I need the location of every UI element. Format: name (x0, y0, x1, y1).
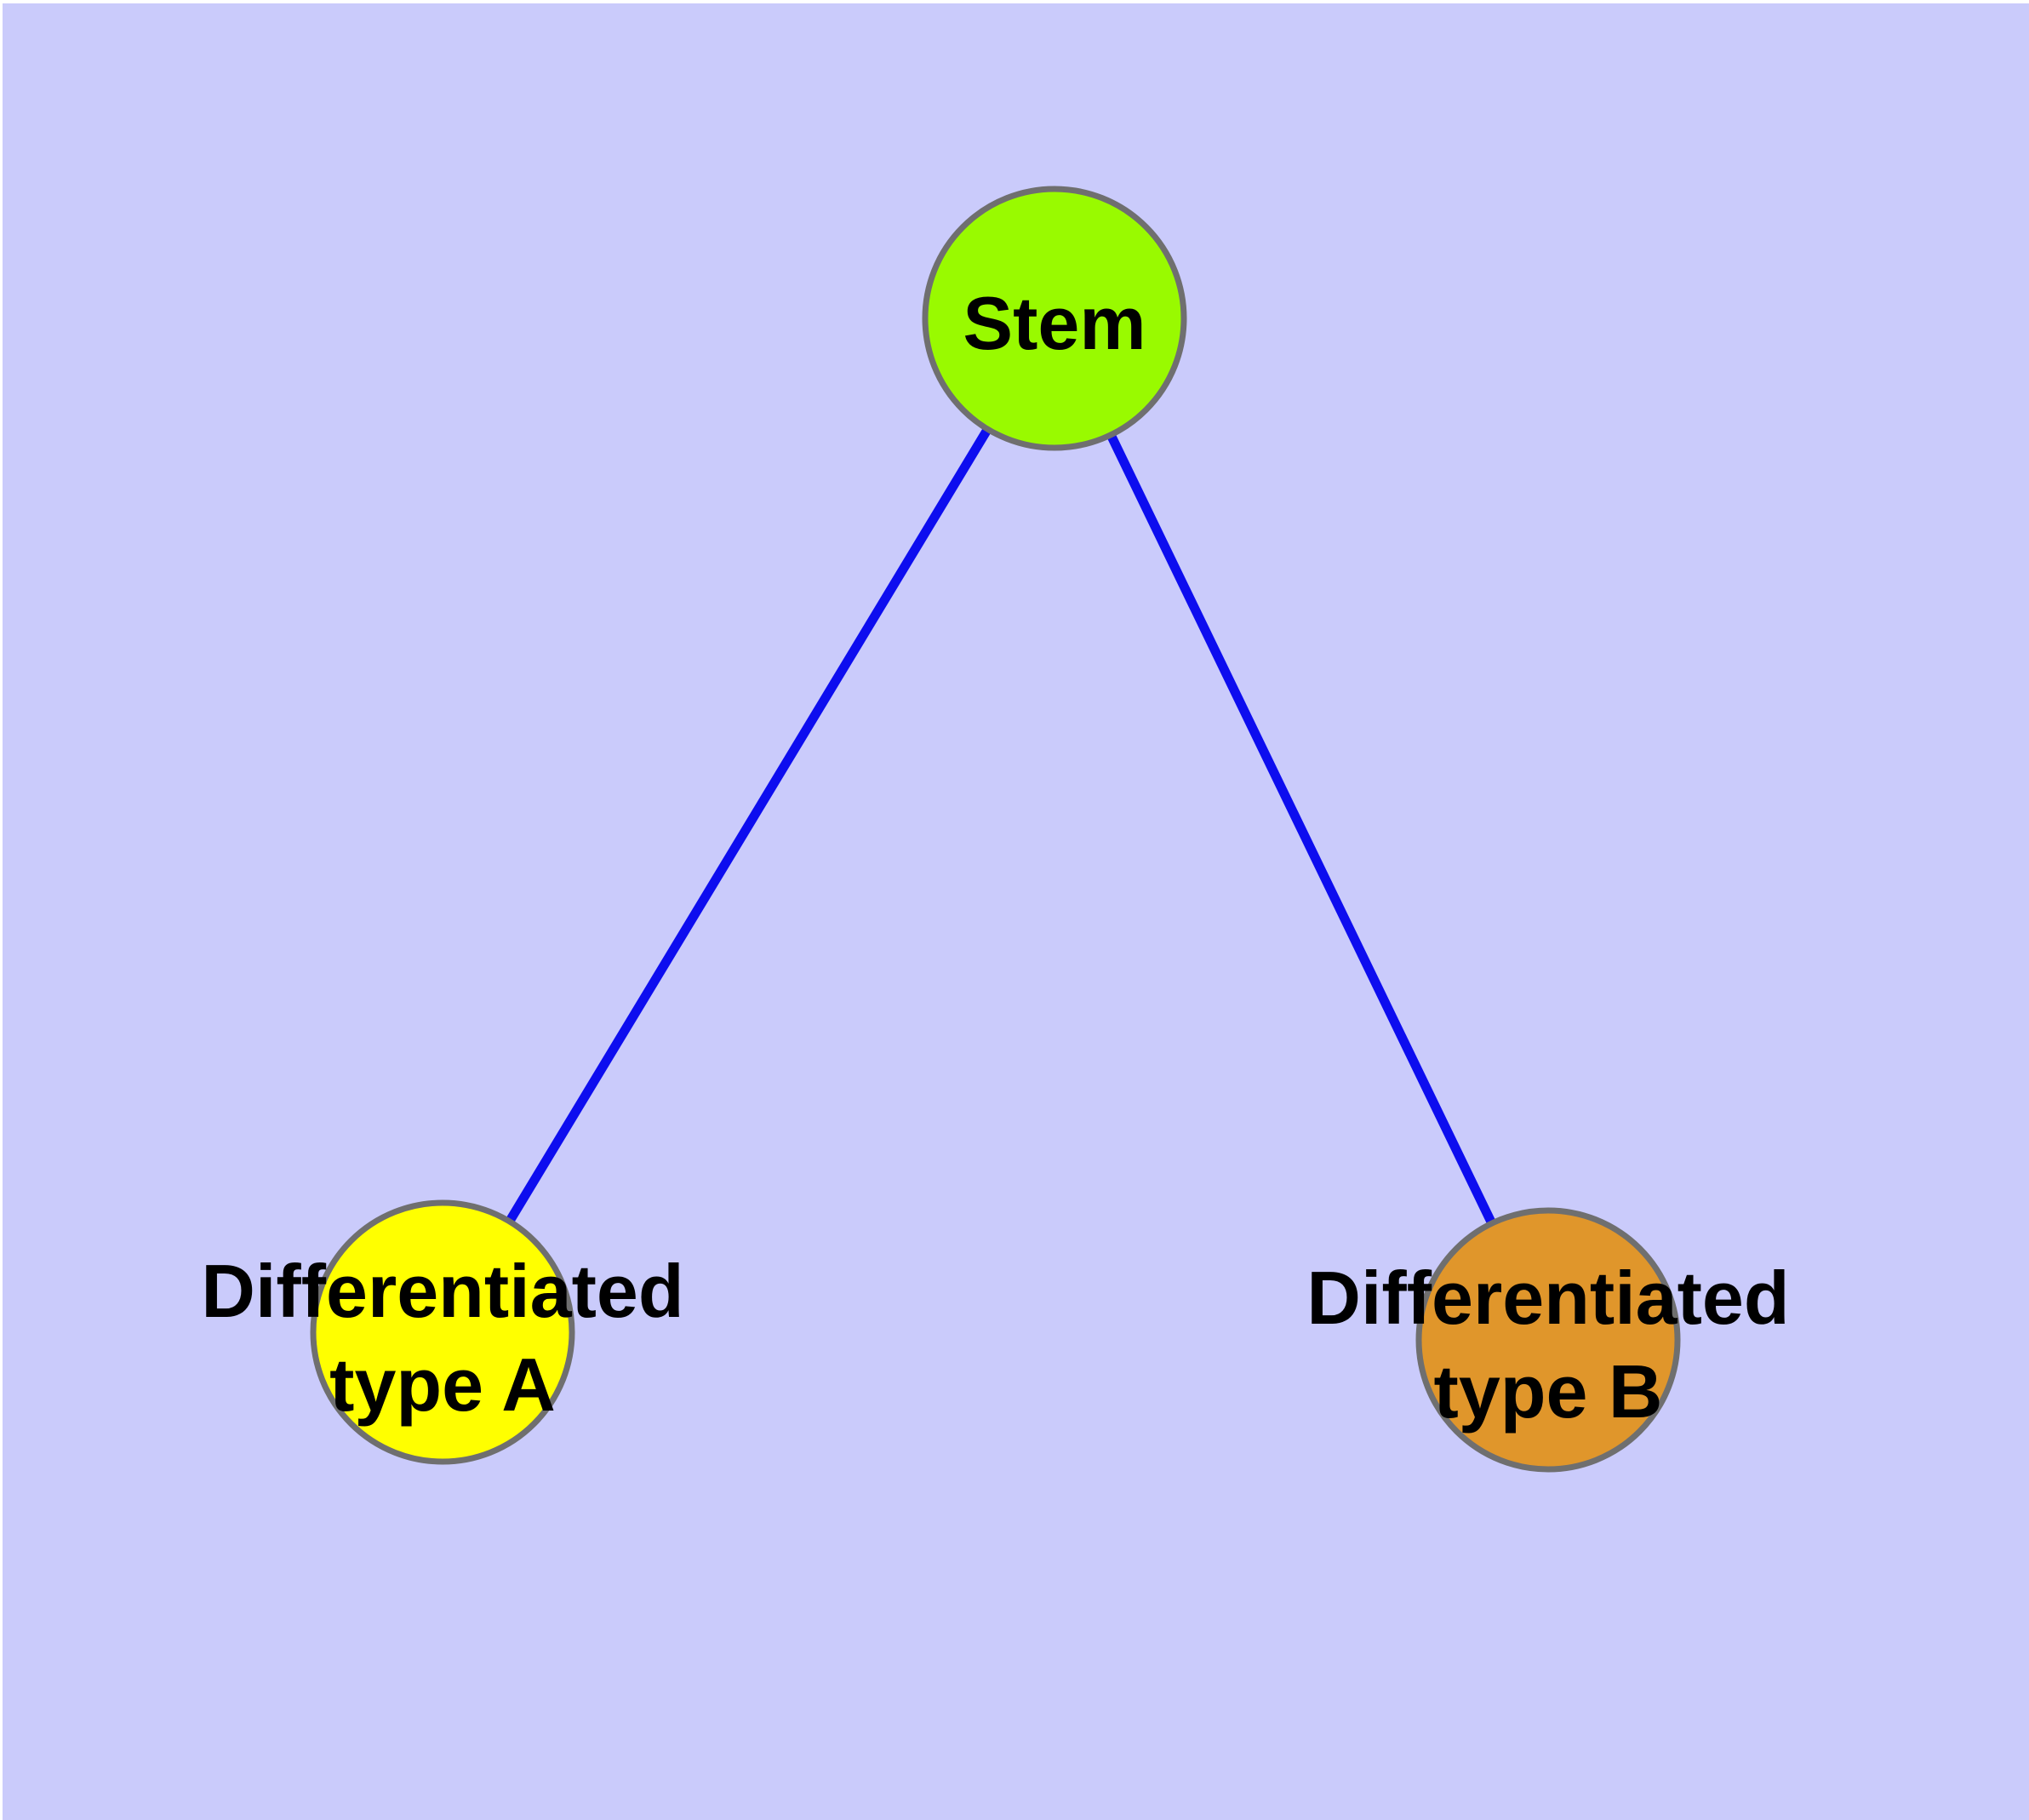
graph-svg (310, 186, 1681, 1473)
edge-stem-to-type-b (1050, 316, 1552, 1342)
stem-node (922, 186, 1187, 451)
type-b-node-label: Differentiated type B (1306, 1256, 1790, 1434)
type-a-node-label: Differentiated type A (201, 1249, 684, 1427)
edge-stem-to-type-a (438, 316, 1059, 1335)
diagram-canvas: Stem Differentiated type A Differentiate… (3, 3, 2029, 1820)
stem-node-label: Stem (963, 281, 1146, 365)
type-a-node (310, 1199, 575, 1465)
type-b-node (1415, 1207, 1681, 1473)
